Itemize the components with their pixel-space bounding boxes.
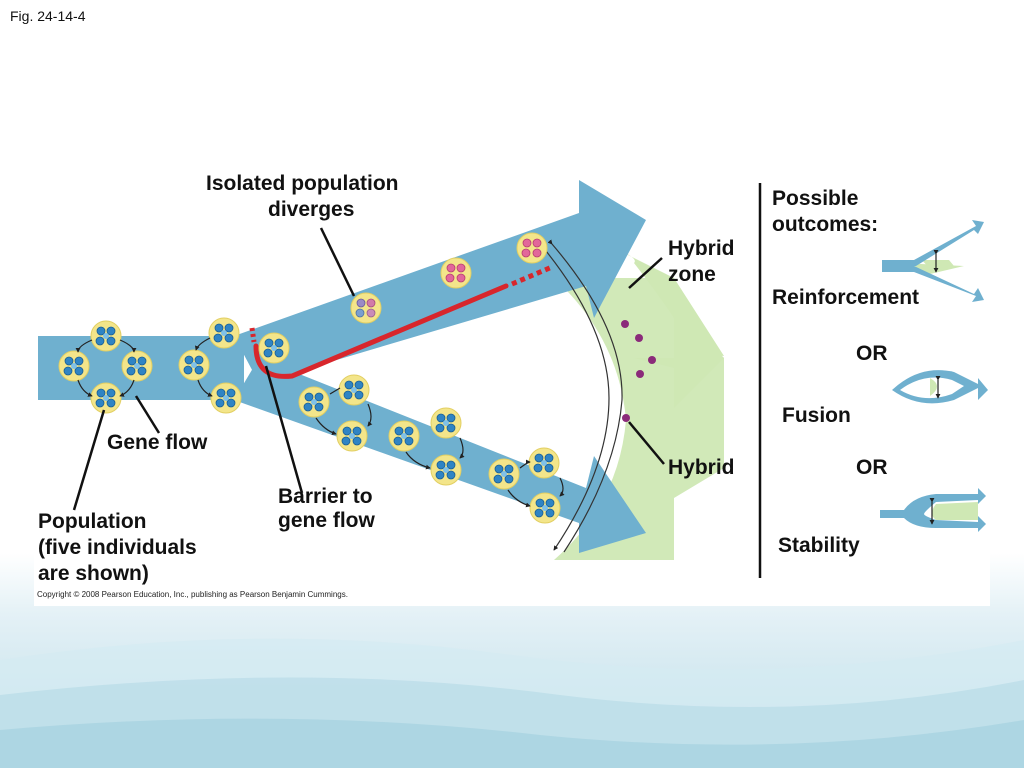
label-population-line1: Population [38,510,147,533]
label-barrier-line2: gene flow [278,509,375,532]
outcome-stability-label: Stability [778,534,860,557]
speciation-figure: Isolated population diverges Hybrid zone… [34,168,990,606]
outcomes-heading-line1: Possible [772,187,859,210]
label-hybrid-zone-line1: Hybrid [668,237,735,260]
slide-background-waves [0,638,1024,768]
lower-cluster-3 [488,447,565,524]
outcome-fusion-label: Fusion [782,404,851,427]
label-hybrid-zone-line2: zone [668,263,716,286]
label-isolated-line1: Isolated population [206,172,399,195]
lower-cluster-2 [388,407,465,486]
upper-branch-arrow [234,180,646,383]
label-population-line2: (five individuals [38,536,197,559]
outcome-reinforcement-label: Reinforcement [772,286,920,309]
outcome-fusion-icon [892,370,988,404]
label-population-line3: are shown) [38,562,149,585]
outcome-stability-icon [880,488,986,532]
copyright-notice: Copyright © 2008 Pearson Education, Inc.… [37,590,348,599]
outcomes-heading-line2: outcomes: [772,213,879,236]
outcome-or-2: OR [856,456,888,479]
hybrid-individuals [621,320,656,422]
outcome-reinforcement-icon [882,220,984,302]
outcome-or-1: OR [856,342,888,365]
speciation-diagram [38,180,988,578]
label-hybrid: Hybrid [668,456,735,479]
label-gene-flow: Gene flow [107,431,208,454]
label-barrier-line1: Barrier to [278,485,373,508]
label-isolated-line2: diverges [268,198,355,221]
slide-figure-label: Fig. 24-14-4 [10,8,86,24]
population-cluster-mid [178,317,242,414]
lower-cluster-1 [298,374,373,452]
population-cluster-left [58,320,153,414]
